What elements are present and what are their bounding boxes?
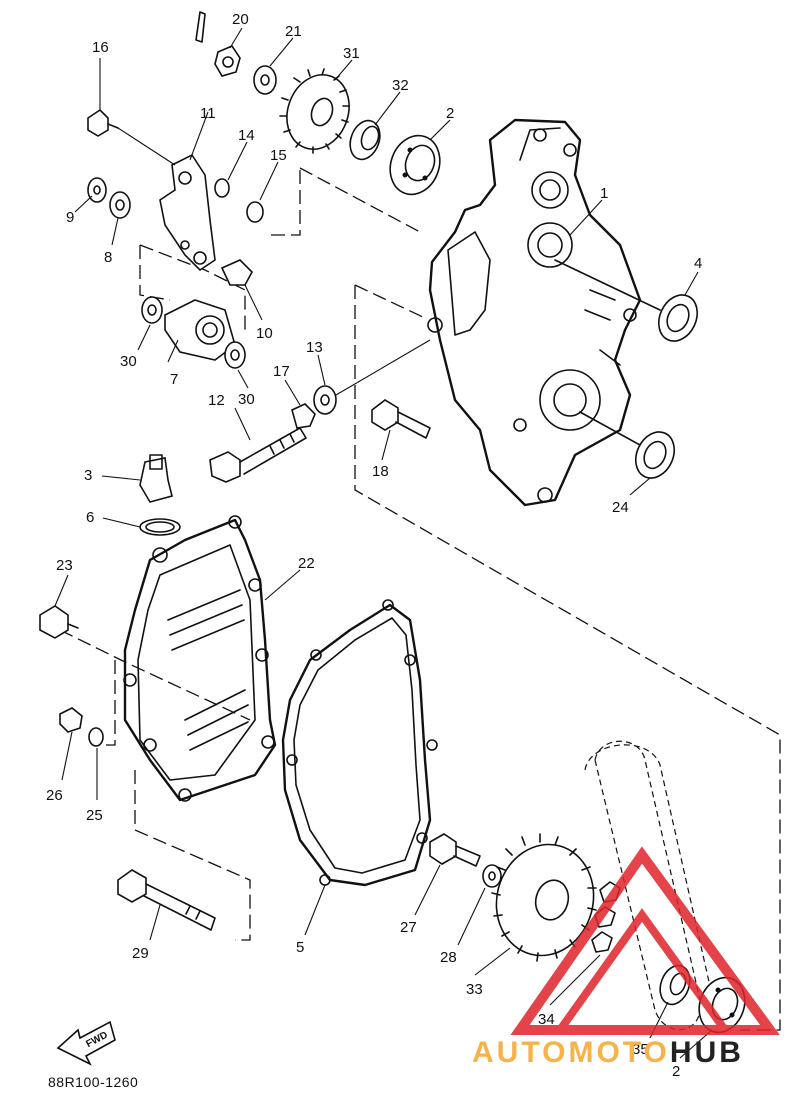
bolt-16 — [87, 108, 176, 166]
nut-17 — [291, 403, 316, 429]
watermark-logo — [510, 846, 780, 1035]
callout-2-bottom: 2 — [672, 1063, 680, 1080]
callout-1: 1 — [600, 185, 608, 202]
washer-14 — [214, 178, 230, 198]
gasket-5 — [281, 599, 438, 887]
callout-21: 21 — [285, 23, 302, 40]
callout-7: 7 — [170, 371, 178, 388]
o-ring-6 — [139, 518, 181, 536]
washer-30-right — [224, 341, 246, 369]
cover-22 — [123, 515, 277, 802]
callout-29: 29 — [132, 945, 149, 962]
callout-18: 18 — [372, 463, 389, 480]
watermark-suffix: HUB — [670, 1036, 744, 1069]
callout-14: 14 — [238, 127, 255, 144]
callout-23: 23 — [56, 557, 73, 574]
callout-22: 22 — [298, 555, 315, 572]
callout-13: 13 — [306, 339, 323, 356]
callout-15: 15 — [270, 147, 287, 164]
oil-seal-24 — [634, 431, 676, 479]
callout-30-right: 30 — [238, 391, 255, 408]
washer-30-left — [141, 296, 163, 324]
callout-26: 26 — [46, 787, 63, 804]
callout-10: 10 — [256, 325, 273, 342]
callout-31: 31 — [343, 45, 360, 62]
callout-8: 8 — [104, 249, 112, 266]
callout-27: 27 — [400, 919, 417, 936]
collar-32 — [349, 119, 381, 161]
callout-35: 35 — [632, 1041, 649, 1058]
washer-13 — [313, 339, 431, 415]
tensioner-arm-11 — [159, 153, 216, 272]
bolt-18 — [371, 399, 431, 439]
washer-8 — [109, 191, 131, 219]
bolt-12 — [209, 427, 307, 483]
watermark-inner-triangle-icon — [552, 908, 733, 1034]
main-housing-part — [427, 118, 661, 507]
washer-9 — [87, 177, 107, 203]
bolt-27 — [429, 833, 481, 867]
sprocket-33 — [491, 833, 597, 962]
callout-5: 5 — [296, 939, 304, 956]
washer-28 — [482, 864, 502, 888]
fwd-arrow: FWD — [56, 1020, 116, 1066]
callout-leader-lines — [54, 27, 713, 1059]
callout-16: 16 — [92, 39, 109, 56]
cotter-pin — [195, 11, 206, 43]
watermark-text: AUTOMOTOHUB — [472, 1036, 744, 1069]
part-number-code: 88R100-1260 — [48, 1074, 138, 1090]
callout-2-top: 2 — [446, 105, 454, 122]
callout-25: 25 — [86, 807, 103, 824]
callout-20: 20 — [232, 11, 249, 28]
callout-numbers: 16 11 20 21 31 32 2 14 15 1 4 9 8 10 30 … — [46, 11, 702, 1080]
callout-28: 28 — [440, 949, 457, 966]
callout-32: 32 — [392, 77, 409, 94]
callout-11: 11 — [200, 105, 216, 122]
callout-12: 12 — [208, 392, 225, 409]
callout-34: 34 — [538, 1011, 555, 1028]
watermark-prefix: AUTOMOTO — [472, 1036, 670, 1069]
washer-25 — [88, 727, 104, 747]
callout-6: 6 — [86, 509, 94, 526]
callout-9: 9 — [66, 209, 74, 226]
callout-30-left: 30 — [120, 353, 137, 370]
bolt-23 — [39, 605, 79, 639]
nut-20 — [214, 45, 241, 77]
bearing-2-bottom — [698, 976, 746, 1034]
callout-24: 24 — [612, 499, 629, 516]
pin-10 — [220, 259, 253, 286]
bolt-26 — [59, 707, 83, 733]
sprocket-31 — [279, 68, 350, 154]
washer-15 — [246, 201, 264, 223]
roller-7 — [164, 299, 236, 361]
washer-21 — [253, 65, 277, 95]
callout-33: 33 — [466, 981, 483, 998]
drain-plug-3 — [139, 454, 173, 503]
callout-4: 4 — [694, 255, 702, 272]
oil-seal-4 — [657, 294, 699, 342]
callout-17: 17 — [273, 363, 290, 380]
bearing-2-top — [389, 134, 441, 196]
callout-3: 3 — [84, 467, 92, 484]
bolt-29 — [117, 869, 216, 931]
